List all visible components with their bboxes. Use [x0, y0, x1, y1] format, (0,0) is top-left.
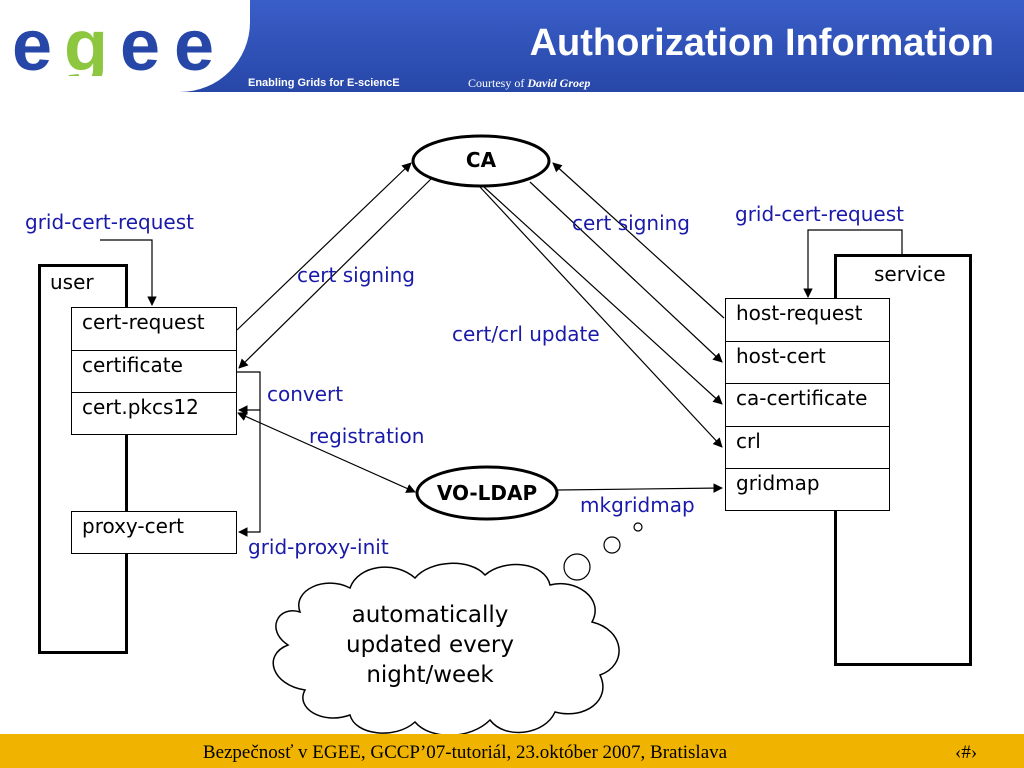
- svg-text:e: e: [174, 10, 214, 76]
- cloud-note: automatically updated every night/week: [310, 600, 550, 690]
- courtesy-name: David Groep: [527, 76, 591, 90]
- mkgridmap-arrow: [557, 483, 723, 493]
- grid-proxy-init-arrow: [238, 410, 261, 537]
- thought-bubble-small: [633, 522, 643, 532]
- svg-text:e: e: [120, 10, 160, 76]
- label-grid-cert-request-right: grid-cert-request: [735, 202, 904, 226]
- courtesy-credit: Courtesy of David Groep: [468, 76, 590, 91]
- user-item-cert-pkcs12: cert.pkcs12: [71, 392, 237, 435]
- label-cert-crl-update: cert/crl update: [452, 322, 600, 346]
- service-item-host-request: host-request: [725, 298, 890, 342]
- label-grid-proxy-init: grid-proxy-init: [248, 535, 389, 559]
- service-item-host-cert: host-cert: [725, 341, 890, 384]
- footer-bar: [0, 734, 1024, 768]
- ca-to-crl-arrow: [479, 186, 723, 448]
- label-registration: registration: [309, 424, 425, 448]
- cloud-line-1: automatically: [351, 602, 509, 628]
- svg-text:g: g: [64, 10, 108, 76]
- label-grid-cert-request-left: grid-cert-request: [25, 210, 194, 234]
- ca-oval: [411, 134, 551, 188]
- convert-arrow: [237, 371, 261, 415]
- tagline: Enabling Grids for E-sciencE: [248, 77, 400, 89]
- grid-cert-request-left-arrow: [100, 239, 157, 306]
- courtesy-prefix: Courtesy of: [468, 76, 525, 90]
- logo-area: e g e e: [0, 0, 250, 92]
- user-item-proxy-cert: proxy-cert: [71, 511, 237, 554]
- label-cert-signing-left: cert signing: [297, 263, 415, 287]
- service-item-crl: crl: [725, 426, 890, 469]
- egee-logo: e g e e: [12, 10, 214, 76]
- vo-ldap-label: VO-LDAP: [436, 481, 538, 505]
- user-item-certificate: certificate: [71, 350, 237, 393]
- registration-arrow: [237, 412, 416, 493]
- thought-bubble-large: [563, 553, 591, 581]
- label-cert-signing-right: cert signing: [572, 211, 690, 235]
- ca-to-certificate-arrow: [238, 177, 433, 369]
- user-panel-title: user: [50, 270, 94, 294]
- vo-ldap-oval: [415, 465, 559, 521]
- cloud-line-2: updated every: [346, 632, 514, 658]
- ca-to-host-cert-arrow: [529, 181, 723, 363]
- cert-request-to-ca-arrow: [236, 162, 412, 331]
- footer-text: Bezpečnosť v EGEE, GCCP’07-tutoriál, 23.…: [202, 742, 728, 763]
- ca-label: CA: [465, 148, 497, 172]
- page-title: Authorization Information: [529, 22, 994, 64]
- service-item-ca-certificate: ca-certificate: [725, 383, 890, 427]
- label-mkgridmap: mkgridmap: [580, 493, 695, 517]
- user-item-cert-request: cert-request: [71, 307, 237, 351]
- service-item-gridmap: gridmap: [725, 468, 890, 511]
- cloud-line-3: night/week: [366, 662, 494, 688]
- svg-text:e: e: [12, 10, 52, 76]
- ca-to-ca-certificate-arrow: [483, 186, 723, 405]
- host-request-to-ca-arrow: [552, 162, 725, 319]
- label-convert: convert: [267, 382, 344, 406]
- thought-bubble-medium: [603, 536, 621, 554]
- cloud-shape: [272, 562, 620, 736]
- grid-cert-request-right-arrow: [803, 229, 903, 298]
- service-panel-title: service: [874, 262, 946, 286]
- footer-page-number: ‹#›: [955, 742, 978, 763]
